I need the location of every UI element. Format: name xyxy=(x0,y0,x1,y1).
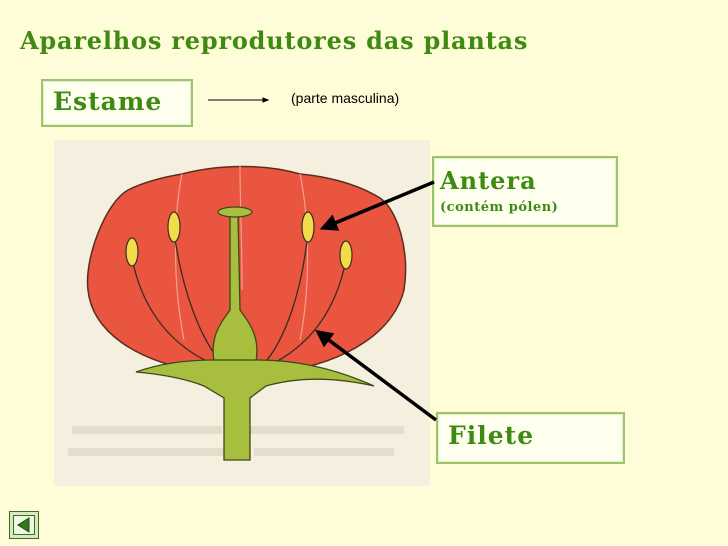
estame-label-box: Estame xyxy=(41,79,193,127)
filete-label: Filete xyxy=(448,421,535,450)
antera-note: (contém pólen) xyxy=(440,200,559,215)
flower-diagram xyxy=(54,140,430,486)
back-arrow-icon xyxy=(13,515,35,535)
estame-note: (parte masculina) xyxy=(291,90,400,106)
flower-illustration xyxy=(54,140,430,486)
filete-label-box: Filete xyxy=(436,412,625,464)
back-button[interactable] xyxy=(9,511,39,539)
page-title: Aparelhos reprodutores das plantas xyxy=(20,26,529,55)
anthers xyxy=(125,211,353,270)
antera-label: Antera xyxy=(440,166,537,195)
antera-label-box: Antera (contém pólen) xyxy=(432,156,618,227)
background-scribbles xyxy=(68,426,404,456)
estame-label: Estame xyxy=(53,87,163,116)
